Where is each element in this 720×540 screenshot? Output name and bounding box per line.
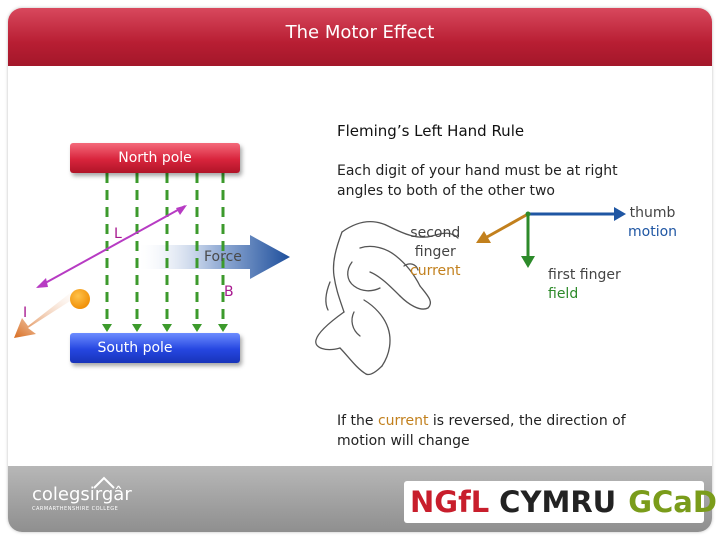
bottom-note: If the current is reversed, the directio… (337, 411, 667, 451)
north-pole-label: North pole (118, 150, 192, 166)
second-finger-label: second finger current (410, 224, 461, 281)
college-arrow-icon (93, 476, 115, 489)
first-finger-arrowhead (521, 256, 535, 268)
field-lines (105, 173, 225, 330)
label-B: B (224, 284, 234, 300)
thumb-label: thumb motion (628, 204, 677, 242)
second-finger-line2: finger (414, 244, 456, 260)
force-arrow (140, 235, 290, 279)
rule-title: Fleming’s Left Hand Rule (337, 122, 525, 140)
first-finger-line2: field (548, 286, 579, 302)
rule-description: Each digit of your hand must be at right… (337, 163, 618, 199)
second-finger-arrowhead (476, 231, 491, 243)
note-after: is reversed, the direction of motion wil… (337, 413, 626, 449)
college-name: colegsirgâr (32, 484, 132, 505)
label-I: I (23, 305, 28, 321)
logo-gcad: GCaD (628, 485, 717, 519)
hand-sketch (315, 221, 459, 376)
south-pole-bar: South pole (70, 333, 240, 363)
field-arrowheads (102, 324, 228, 332)
slide-title: The Motor Effect (8, 8, 712, 66)
label-L: L (114, 226, 122, 242)
current-ball (70, 289, 90, 309)
south-pole-label: South pole (97, 340, 173, 356)
logo-cymru: CYMRU (499, 485, 617, 519)
note-highlight: current (377, 413, 429, 429)
content-area (8, 66, 712, 466)
note-before: If the (337, 413, 378, 429)
force-label: Force (204, 249, 242, 265)
wire-arrowhead-right (176, 205, 187, 215)
first-finger-line1: first finger (548, 267, 621, 283)
logo-ngfl: NGfL (410, 485, 490, 519)
north-pole-bar: North pole (70, 143, 240, 173)
college-logo: colegsirgâr CARMARTHENSHIRE COLLEGE (32, 484, 132, 512)
wire-arrowhead-left (36, 278, 48, 288)
ngfl-logo: NGfL CYMRU GCaD (404, 481, 717, 523)
second-finger-line3: current (410, 263, 461, 279)
first-finger-label: first finger field (548, 266, 621, 304)
second-finger-arrow (486, 212, 529, 239)
thumb-arrowhead (614, 207, 626, 221)
thumb-line1: thumb (629, 205, 676, 221)
college-subtitle: CARMARTHENSHIRE COLLEGE (32, 506, 119, 512)
arrow-origin (525, 211, 531, 217)
thumb-line2: motion (628, 224, 678, 240)
second-finger-line1: second (410, 225, 461, 241)
wire-line (37, 205, 186, 288)
current-arrow (14, 290, 78, 338)
